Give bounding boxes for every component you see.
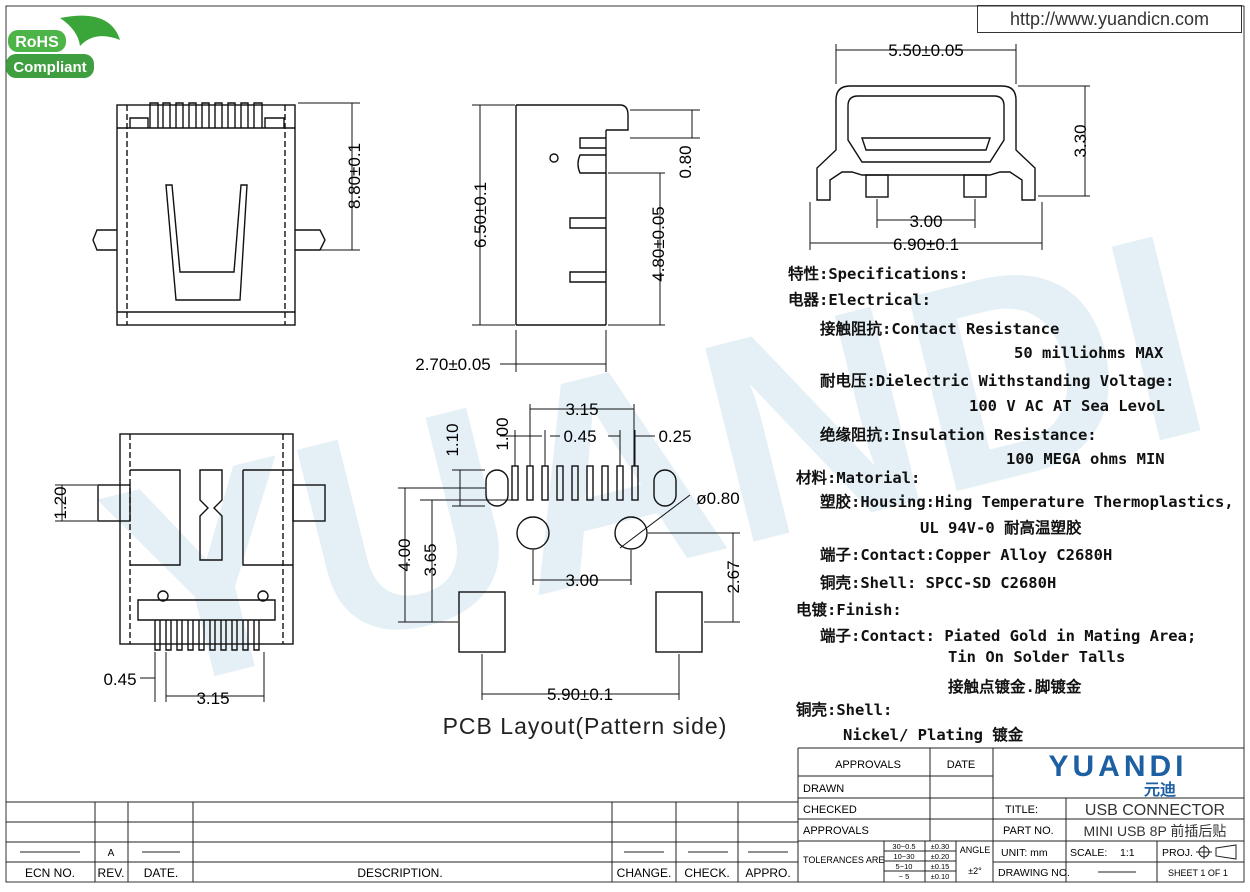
spec-line: 铜壳:Shell: <box>796 701 893 719</box>
ecn-header: ECN NO. <box>25 866 75 880</box>
rev-value: A <box>108 848 115 859</box>
partno-label: PART NO. <box>1003 825 1054 837</box>
dim-pcb-100: 1.00 <box>493 417 512 450</box>
tolerances-label: TOLERANCES ARE <box>803 855 884 865</box>
dim-mid-height: 6.50±0.1 <box>471 182 490 248</box>
rohs-text: RoHS <box>15 34 59 51</box>
pcb-caption: PCB Layout(Pattern side) <box>443 713 728 739</box>
dim-pcb-110: 1.10 <box>443 423 462 456</box>
rev-header: REV. <box>98 866 125 880</box>
spec-line: 绝缘阻抗:Insulation Resistance: <box>820 426 1097 444</box>
spec-line: 耐电压:Dielectric Withstanding Voltage: <box>820 372 1175 390</box>
spec-line: 端子:Contact: Piated Gold in Mating Area; <box>820 627 1197 645</box>
dim-pcb-025: 0.25 <box>658 427 691 446</box>
spec-line: Nickel/ Plating 镀金 <box>843 726 1024 744</box>
dim-pcb-315: 3.15 <box>565 400 598 419</box>
spec-line: 塑胶:Housing:Hing Temperature Thermoplasti… <box>820 493 1234 511</box>
pcb-dim-lines <box>398 404 740 700</box>
title-block <box>798 747 1244 882</box>
tol-value-2: ±0.20 <box>931 852 950 861</box>
revision-block <box>6 748 799 882</box>
side-dim-lines <box>298 102 360 251</box>
tol-value-4: ±0.10 <box>931 872 950 881</box>
dim-bottom-045: 0.45 <box>103 670 136 689</box>
drawing-no-label: DRAWING NO. <box>998 867 1070 879</box>
tol-range-4: ~ 5 <box>899 872 910 881</box>
spec-line: Tin On Solder Talls <box>948 648 1126 666</box>
dim-bottom-315: 3.15 <box>196 689 229 708</box>
angle-label: ANGLE <box>960 845 991 855</box>
dim-side-height: 8.80±0.1 <box>345 143 364 209</box>
dim-mid-depth: 2.70±0.05 <box>415 355 491 374</box>
check-header: CHECK. <box>684 866 729 880</box>
website-url: http://www.yuandicn.com <box>977 5 1242 33</box>
scale-label: SCALE: <box>1070 847 1107 859</box>
dim-pcb-300: 3.00 <box>565 571 598 590</box>
dim-pcb-365: 3.65 <box>421 543 440 576</box>
spec-line: 端子:Contact:Copper Alloy C2680H <box>820 546 1113 564</box>
change-header: CHANGE. <box>617 866 672 880</box>
dim-pcb-045: 0.45 <box>563 427 596 446</box>
brand-logo: YUANDI <box>1048 750 1187 783</box>
specifications-text: 特性:Specifications: 电器:Electrical: 接触阻抗:C… <box>788 262 1248 744</box>
rohs-logo: RoHS Compliant <box>6 15 120 78</box>
projection-symbol-icon <box>1196 844 1237 860</box>
sheet-label: SHEET 1 OF 1 <box>1168 868 1228 878</box>
tol-range-2: 10~30 <box>893 852 914 861</box>
front-dim-lines <box>809 44 1090 250</box>
spec-line: 电镀:Finish: <box>796 601 902 619</box>
profile-dim-lines <box>472 104 700 372</box>
bottom-dim-lines <box>55 484 265 702</box>
title-label: TITLE: <box>1005 804 1038 816</box>
profile-view <box>515 104 629 326</box>
brand-logo-cn: 元迪 <box>1144 780 1176 799</box>
tol-range-1: 30~0.5 <box>892 842 915 851</box>
tol-value-3: ±0.15 <box>931 862 950 871</box>
spec-line: 特性:Specifications: <box>788 265 969 283</box>
title-value: USB CONNECTOR <box>1085 802 1225 819</box>
dim-front-total: 6.90±0.1 <box>893 235 959 254</box>
scale-value: 1:1 <box>1120 847 1135 859</box>
appro-header: APPRO. <box>745 866 790 880</box>
spec-line: 材料:Matorial: <box>796 469 921 487</box>
spec-line: 100 V AC AT Sea LevoL <box>969 397 1165 415</box>
unit-label: UNIT: mm <box>1001 847 1048 859</box>
dim-pcb-267: 2.67 <box>724 560 743 593</box>
drawn-label: DRAWN <box>803 783 844 795</box>
spec-line: 铜壳:Shell: SPCC-SD C2680H <box>820 574 1057 592</box>
dim-pcb-400: 4.00 <box>395 538 414 571</box>
dim-pcb-590: 5.90±0.1 <box>547 685 613 704</box>
checked-label: CHECKED <box>803 804 857 816</box>
tol-range-3: 5~10 <box>896 862 913 871</box>
approvals2-label: APPROVALS <box>803 825 869 837</box>
tol-value-1: ±0.30 <box>931 842 950 851</box>
approvals-label: APPROVALS <box>835 759 901 771</box>
dim-bottom-120: 1.20 <box>51 486 70 519</box>
compliant-text: Compliant <box>13 59 86 76</box>
proj-label: PROJ. <box>1162 847 1193 859</box>
side-view <box>92 102 326 326</box>
sheet-border <box>5 5 1245 883</box>
date-header: DATE. <box>144 866 178 880</box>
dim-mid-inner: 4.80±0.05 <box>649 206 668 282</box>
spec-line: 100 MEGA ohms MIN <box>1006 450 1165 468</box>
spec-line: UL 94V-0 耐高温塑胶 <box>920 519 1082 537</box>
date-label: DATE <box>947 759 976 771</box>
description-header: DESCRIPTION. <box>357 866 442 880</box>
dim-front-width: 5.50±0.05 <box>888 41 964 60</box>
spec-line: 接触阻抗:Contact Resistance <box>820 320 1060 338</box>
bottom-view <box>97 433 326 651</box>
dim-pcb-hole: ø0.80 <box>696 489 739 508</box>
dim-front-height: 3.30 <box>1071 124 1090 157</box>
dim-front-pin: 3.00 <box>909 212 942 231</box>
dim-pin-pitch-v: 0.80 <box>676 145 695 178</box>
spec-line: 电器:Electrical: <box>788 291 931 309</box>
front-view <box>816 85 1036 201</box>
angle-value: ±2° <box>968 866 982 876</box>
partno-value: MINI USB 8P 前插后贴 <box>1084 823 1227 839</box>
spec-line: 50 milliohms MAX <box>1014 344 1164 362</box>
spec-line: 接触点镀金.脚镀金 <box>948 678 1082 696</box>
